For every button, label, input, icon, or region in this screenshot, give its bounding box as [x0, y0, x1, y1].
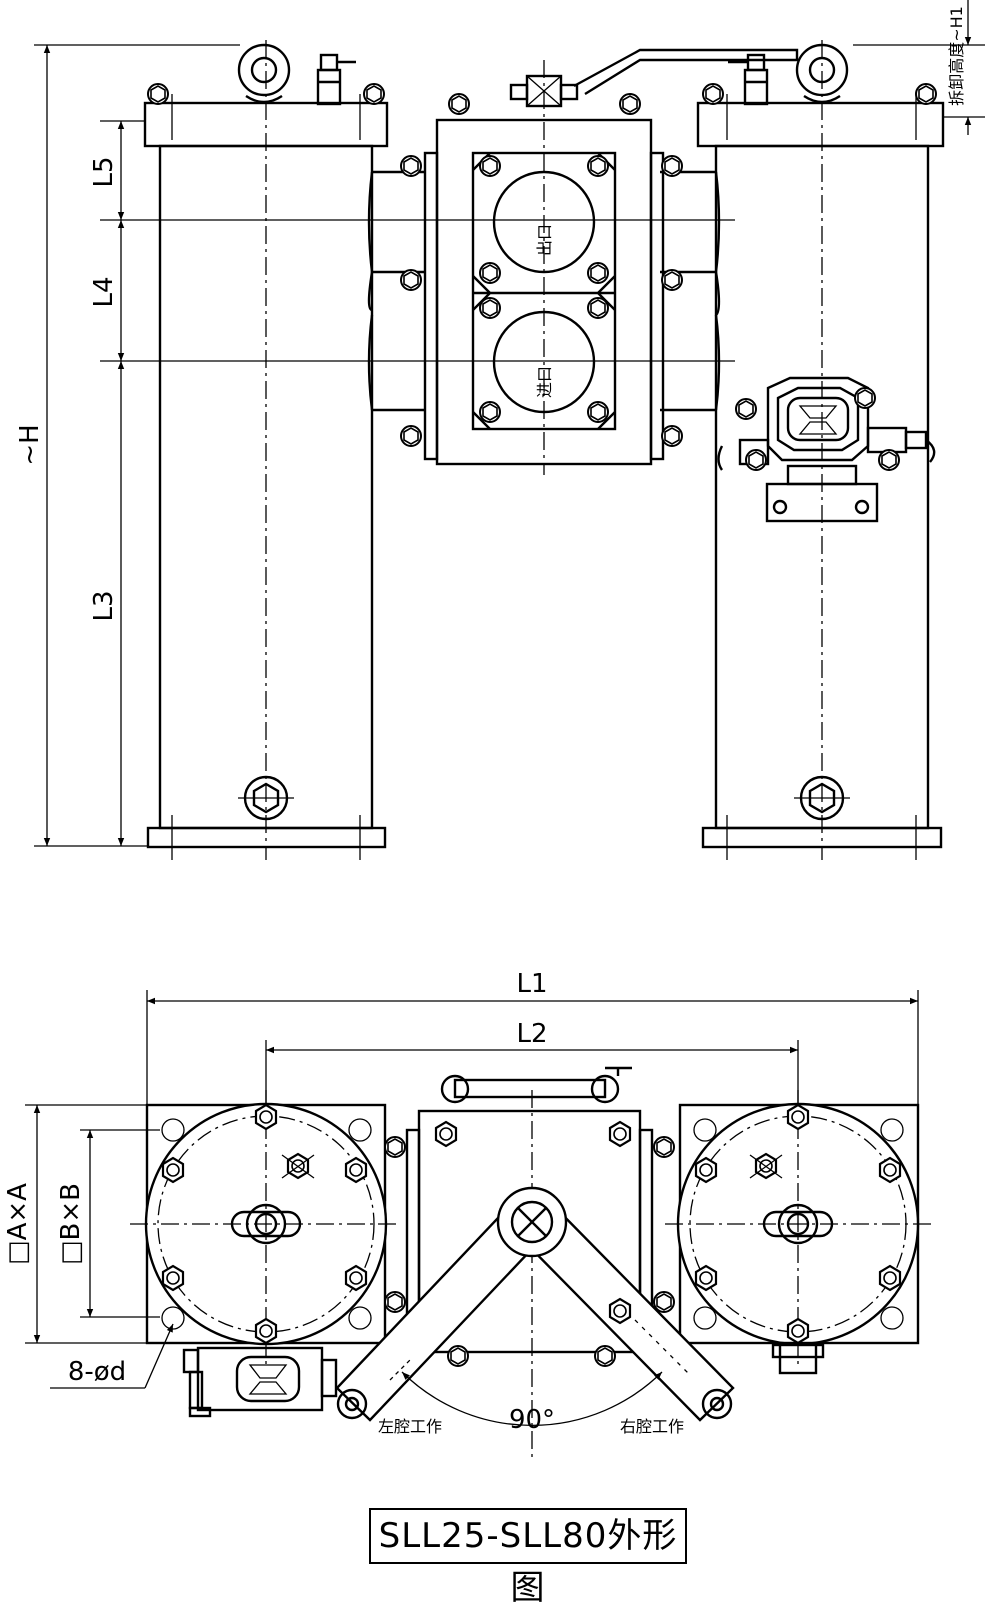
- bolt-icon: [587, 401, 609, 423]
- dim-h-label: ~H: [15, 424, 45, 465]
- dimension-l2: L2: [266, 1019, 798, 1054]
- bolt-icon: [479, 155, 501, 177]
- dim-l3-label: L3: [89, 590, 119, 621]
- bolt-icon: [587, 297, 609, 319]
- dim-l1-label: L1: [516, 969, 547, 999]
- bolt-icon: [434, 1120, 458, 1148]
- dimension-a: □A×A: [3, 1105, 41, 1343]
- bolt-icon: [400, 155, 422, 177]
- bolt-icon: [161, 1264, 185, 1292]
- bolt-icon: [400, 425, 422, 447]
- dimension-l3: L3: [89, 361, 125, 846]
- dimension-angle: 90°: [401, 1371, 663, 1435]
- left-filter-housing: [143, 40, 389, 860]
- bolt-icon: [344, 1264, 368, 1292]
- bolt-icon: [400, 269, 422, 291]
- bolt-icon: [363, 83, 385, 105]
- changeover-valve-body: 出口 进口: [400, 48, 799, 475]
- valve-handle-icon: [509, 48, 799, 108]
- outlet-label: 出口: [535, 224, 554, 256]
- lifting-eye-icon: [237, 43, 291, 104]
- bolt-icon: [745, 449, 767, 471]
- pressure-indicator: [717, 376, 936, 523]
- bolt-icon: [254, 1317, 278, 1345]
- dim-l5-label: L5: [89, 156, 119, 187]
- bolt-icon: [479, 262, 501, 284]
- dimension-h: ~H: [15, 45, 51, 846]
- bolt-icon: [661, 425, 683, 447]
- drain-plug-icon: [238, 775, 294, 821]
- bolt-icon: [661, 269, 683, 291]
- drain-plug-icon: [794, 775, 850, 821]
- left-housing-top: [130, 1090, 400, 1365]
- lifting-eye-icon: [762, 1203, 834, 1245]
- bolt-icon: [735, 398, 757, 420]
- bolt-icon: [786, 1317, 810, 1345]
- bolt-icon: [786, 1103, 810, 1131]
- bolt-icon: [878, 449, 900, 471]
- bolt-icon: [661, 155, 683, 177]
- bolt-icon: [915, 83, 937, 105]
- dimension-l5: L5: [89, 121, 125, 220]
- bolt-icon: [161, 1156, 185, 1184]
- holes-callout: 8-ød: [50, 1323, 174, 1389]
- bolt-icon: [587, 262, 609, 284]
- bolt-icon: [702, 83, 724, 105]
- bolt-icon: [479, 401, 501, 423]
- bolt-icon: [694, 1264, 718, 1292]
- inlet-label: 进口: [535, 366, 554, 398]
- dim-l2-label: L2: [516, 1019, 547, 1049]
- bolt-icon: [479, 297, 501, 319]
- bolt-icon: [878, 1264, 902, 1292]
- bolt-icon: [594, 1345, 616, 1367]
- bolt-icon: [653, 1136, 675, 1158]
- top-view: L1 L2 □A×A □B×B: [3, 969, 935, 1460]
- inlet-port: [492, 310, 596, 414]
- vent-valve-icon: [316, 53, 356, 106]
- dimension-l4: L4: [89, 220, 125, 361]
- right-chamber-label: 右腔工作: [620, 1417, 684, 1436]
- dimension-l1: L1: [147, 969, 918, 1005]
- dim-l4-label: L4: [89, 276, 119, 307]
- lifting-eye-icon: [795, 43, 849, 104]
- bolt-icon: [619, 93, 641, 115]
- dim-a-label: □A×A: [3, 1183, 33, 1265]
- dim-b-label: □B×B: [56, 1183, 86, 1265]
- bolt-icon: [653, 1291, 675, 1313]
- bolt-icon: [384, 1291, 406, 1313]
- bolt-icon: [254, 1103, 278, 1131]
- holes-label: 8-ød: [68, 1357, 126, 1387]
- dimension-h1: 拆卸高度~H1: [947, 0, 972, 135]
- bolt-icon: [694, 1156, 718, 1184]
- bolt-icon: [608, 1120, 632, 1148]
- bolt-icon: [448, 93, 470, 115]
- left-chamber-label: 左腔工作: [378, 1417, 442, 1436]
- bolt-icon: [384, 1136, 406, 1158]
- dim-h1-label: 拆卸高度~H1: [947, 6, 966, 106]
- bolt-icon: [878, 1156, 902, 1184]
- dimension-b: □B×B: [56, 1130, 94, 1317]
- bolt-icon: [854, 387, 876, 409]
- pressure-indicator-top: [182, 1346, 338, 1418]
- vent-valve-icon: [728, 53, 769, 106]
- bolt-icon: [587, 155, 609, 177]
- lifting-eye-icon: [230, 1203, 302, 1245]
- bolt-icon: [608, 1297, 632, 1325]
- outlet-port: [492, 170, 596, 274]
- front-view: 出口 进口: [15, 0, 985, 860]
- valve-body-top: [384, 1066, 675, 1460]
- right-housing-top: [665, 1090, 935, 1375]
- bolt-icon: [147, 83, 169, 105]
- drawing-title: SLL25-SLL80外形图: [369, 1508, 687, 1608]
- bolt-icon: [344, 1156, 368, 1184]
- bolt-icon: [447, 1345, 469, 1367]
- angle-label: 90°: [509, 1405, 555, 1435]
- technical-drawing: 出口 进口: [3, 0, 985, 1460]
- lever-hub-icon: [496, 1186, 632, 1325]
